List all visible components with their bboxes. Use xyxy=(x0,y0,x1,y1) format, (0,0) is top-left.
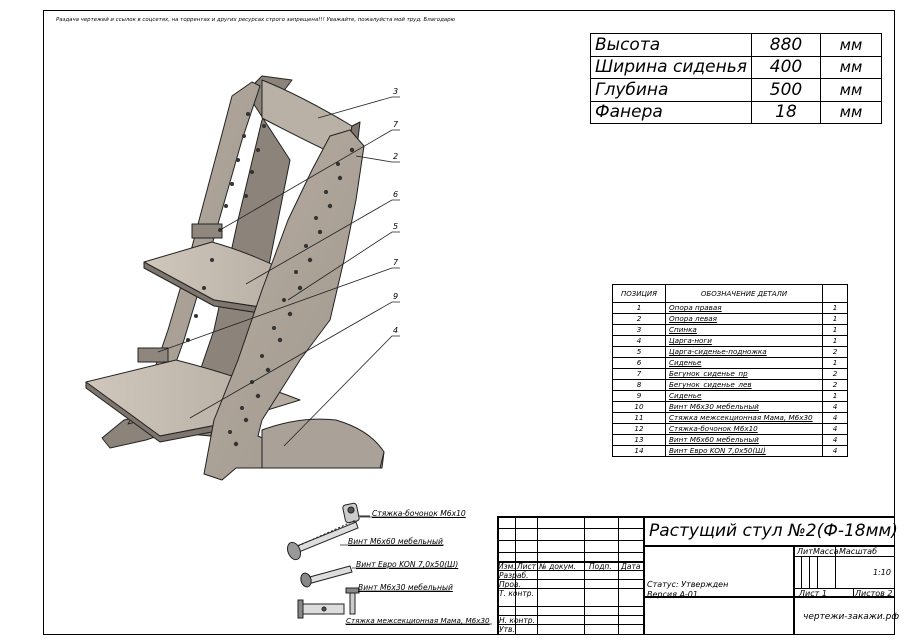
header-lit: Лит. xyxy=(797,547,816,556)
col-header-sheet: Лист xyxy=(517,562,537,571)
part-position: 14 xyxy=(612,445,666,457)
dimension-unit: мм xyxy=(820,78,882,102)
row-label-tech-control: Т. контр. xyxy=(499,589,534,598)
dimension-unit: мм xyxy=(820,100,882,124)
dimension-value: 18 xyxy=(751,100,821,124)
part-quantity: 1 xyxy=(822,335,848,347)
col-header-date: Дата xyxy=(621,562,641,571)
row-label-checked: Пров. xyxy=(499,580,521,589)
site-name: чертежи-закажи.рф xyxy=(803,612,900,622)
screw-m6x30-drawing xyxy=(345,587,360,615)
callout-2: 2 xyxy=(393,152,399,161)
copyright-notice: Раздача чертежей и ссылок в соцсетях, на… xyxy=(56,17,456,23)
dimension-name: Ширина сиденья xyxy=(590,55,752,79)
callout-6: 6 xyxy=(393,190,399,199)
callout-4: 4 xyxy=(393,326,399,335)
hardware-label-euro-screw: Винт Евро KON 7,0х50(Ш) xyxy=(356,560,459,569)
callout-7-upper: 7 xyxy=(393,120,399,129)
document-status: Статус: Утвержден xyxy=(647,580,729,589)
part-quantity: 2 xyxy=(822,346,848,358)
col-header-doc-number: № докум. xyxy=(539,562,576,571)
barrel-nut-drawing xyxy=(342,502,370,524)
part-quantity: 1 xyxy=(822,313,848,325)
screw-m6x60-drawing xyxy=(286,519,359,561)
part-quantity: 4 xyxy=(822,434,848,446)
col-header-signature: Подп. xyxy=(589,562,612,571)
callout-5: 5 xyxy=(393,222,399,231)
dimension-value: 400 xyxy=(751,55,821,79)
part-name: Винт Евро KON 7,0х50(Ш) xyxy=(665,445,823,457)
dimension-name: Фанера xyxy=(590,100,752,124)
title-block: Растущий стул №2(Ф-18мм) Изм. Лист № док… xyxy=(497,516,899,635)
euro-screw-drawing xyxy=(300,565,353,588)
callout-7-lower: 7 xyxy=(393,258,399,267)
row-label-approved: Утв. xyxy=(499,625,515,634)
col-header-change: Изм. xyxy=(498,562,516,571)
hardware-label-m6x60: Винт М6х60 мебельный xyxy=(348,537,443,546)
connector-drawing xyxy=(297,599,345,619)
document-version: Версия А-01 xyxy=(647,590,698,599)
header-scale: Масштаб xyxy=(839,547,878,556)
sheet-number: Лист 1 xyxy=(799,589,827,598)
sheet-count: Листов 2 xyxy=(855,589,893,598)
hardware-drawings xyxy=(286,502,492,625)
row-label-developer: Разраб. xyxy=(499,571,529,580)
part-quantity: 4 xyxy=(822,445,848,457)
scale-value: 1:10 xyxy=(873,568,891,577)
row-label-norm-control: Н. контр. xyxy=(499,616,535,625)
hardware-label-connector: Стяжка межсекционная Мама, М6х30 xyxy=(346,616,490,625)
hardware-label-barrel-nut: Стяжка-бочонок М6х10 xyxy=(372,509,466,518)
drawing-title: Растущий стул №2(Ф-18мм) xyxy=(649,521,898,541)
leader-lines xyxy=(157,96,400,447)
hardware-label-m6x30: Винт М6х30 мебельный xyxy=(358,583,453,592)
callout-9: 9 xyxy=(393,292,399,301)
header-mass: Масса xyxy=(813,547,839,556)
callout-3: 3 xyxy=(393,87,399,96)
